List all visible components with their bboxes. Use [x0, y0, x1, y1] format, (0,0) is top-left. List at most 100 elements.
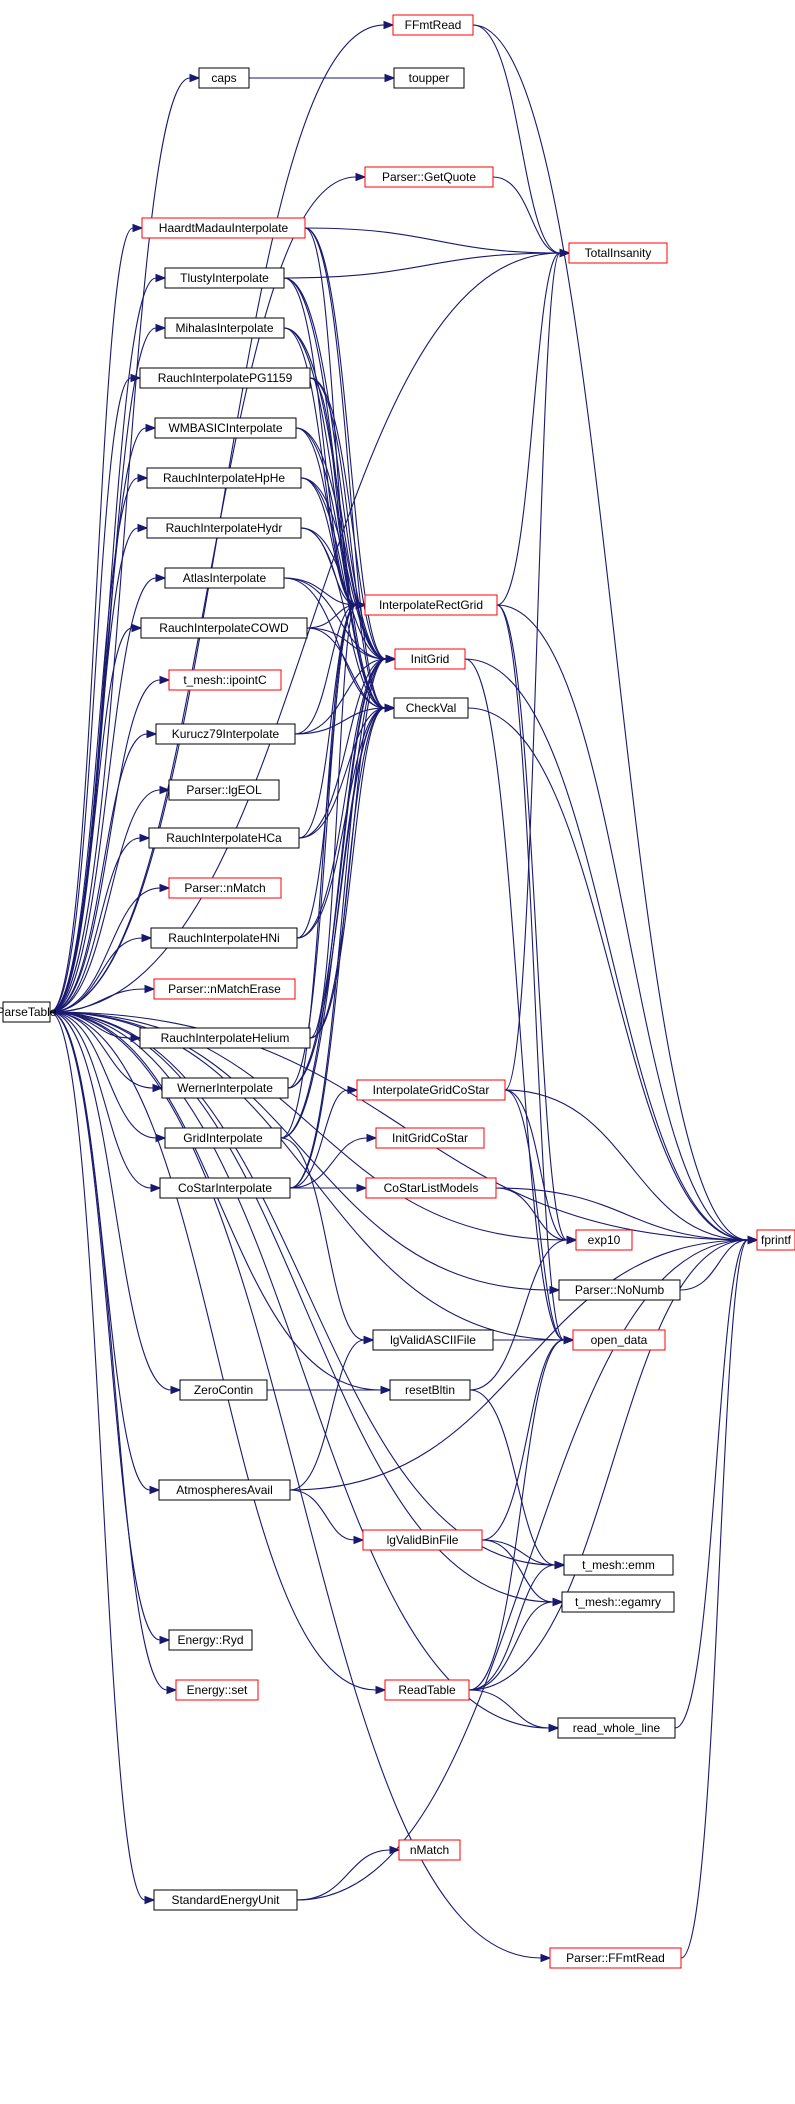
node-label: read_whole_line [573, 1721, 661, 1735]
node-label: Parser::GetQuote [382, 170, 476, 184]
node-costarinterp[interactable]: CoStarInterpolate [159, 1177, 291, 1199]
edge-arrowhead [552, 1597, 564, 1607]
node-zerocontin[interactable]: ZeroContin [179, 1379, 268, 1401]
edge-arrowhead [366, 1133, 378, 1143]
node-totalinsanity[interactable]: TotalInsanity [568, 242, 668, 264]
edge-line [306, 627, 386, 709]
node-lgvalidbin[interactable]: lgValidBinFile [362, 1529, 483, 1551]
node-rauchpg1159[interactable]: RauchInterpolatePG1159 [139, 367, 311, 389]
edge-line [280, 707, 386, 1139]
edge-line [467, 707, 749, 1241]
edge-line [496, 604, 749, 1241]
node-rauchhelium[interactable]: RauchInterpolateHelium [139, 1027, 311, 1049]
edge-ZeroContin-to-resetBltin [267, 1385, 392, 1395]
edge-arrowhead [141, 933, 153, 943]
node-label: CheckVal [406, 701, 456, 715]
node-pffmtread[interactable]: Parser::FFmtRead [549, 1947, 682, 1969]
node-ryd[interactable]: Energy::Ryd [168, 1629, 253, 1651]
node-gridinterp[interactable]: GridInterpolate [164, 1127, 282, 1149]
node-rauchhphe[interactable]: RauchInterpolateHpHe [146, 467, 302, 489]
node-stdenergyunit[interactable]: StandardEnergyUnit [153, 1889, 298, 1911]
node-box [168, 669, 282, 691]
node-mihalas[interactable]: MihalasInterpolate [164, 317, 285, 339]
node-rauchcowd[interactable]: RauchInterpolateCOWD [140, 617, 308, 639]
edge-line [49, 1011, 146, 1901]
node-read_whole_line[interactable]: read_whole_line [557, 1717, 676, 1739]
edge-line [49, 1011, 161, 1641]
node-atmosavail[interactable]: AtmospheresAvail [158, 1479, 291, 1501]
node-label: Parser::nMatch [184, 881, 265, 895]
edge-AtmosAvail-to-lgValidBin [289, 1489, 365, 1545]
node-fprintf[interactable]: fprintf [756, 1229, 795, 1251]
node-initgrid[interactable]: InitGrid [394, 648, 466, 670]
node-nonumb[interactable]: Parser::NoNumb [558, 1279, 681, 1301]
node-initgridcostar[interactable]: InitGridCoStar [375, 1127, 485, 1149]
node-interprect[interactable]: InterpolateRectGrid [364, 594, 498, 616]
edge-ParseTable-to-caps [49, 73, 201, 1013]
node-ipointc[interactable]: t_mesh::ipointC [168, 669, 282, 691]
edge-line [49, 1011, 382, 1391]
edge-ParseTable-to-RauchHydr [49, 523, 149, 1013]
node-tlusty[interactable]: TlustyInterpolate [164, 267, 285, 289]
node-costarlist[interactable]: CoStarListModels [365, 1177, 497, 1199]
node-box [168, 1629, 253, 1651]
node-readtable[interactable]: ReadTable [384, 1679, 470, 1701]
node-box [365, 1177, 497, 1199]
edge-line [304, 227, 561, 254]
node-parsetable[interactable]: ParseTable [0, 1001, 57, 1023]
edge-line [49, 1011, 551, 1291]
node-atlas[interactable]: AtlasInterpolate [164, 567, 285, 589]
node-exp10[interactable]: exp10 [575, 1229, 633, 1251]
node-rauchhca[interactable]: RauchInterpolateHCa [148, 827, 300, 849]
edge-arrowhead [130, 373, 142, 383]
node-kurucz79[interactable]: Kurucz79Interpolate [155, 723, 296, 745]
node-wmbasic[interactable]: WMBASICInterpolate [154, 417, 297, 439]
edge-line [49, 627, 133, 1013]
edge-ReadTable-to-open_data [468, 1335, 575, 1691]
node-igeol[interactable]: Parser::lgEOL [168, 779, 280, 801]
edge-line [481, 1539, 554, 1603]
node-resetbltin[interactable]: resetBltin [389, 1379, 471, 1401]
node-box [154, 417, 297, 439]
node-lgvalidascii[interactable]: lgValidASCIIFile [372, 1329, 494, 1351]
node-box [146, 467, 302, 489]
edge-ParseTable-to-HaardtMadau [49, 223, 144, 1013]
node-emm[interactable]: t_mesh::emm [563, 1554, 674, 1576]
node-getquote[interactable]: Parser::GetQuote [364, 166, 494, 188]
node-label: exp10 [588, 1233, 621, 1247]
node-interpcostar[interactable]: InterpolateGridCoStar [356, 1079, 506, 1101]
node-box [393, 697, 469, 719]
edge-ParseTable-to-ReadTable [49, 1011, 387, 1695]
node-werner[interactable]: WernerInterpolate [161, 1077, 289, 1099]
edge-line [679, 1239, 749, 1291]
node-open_data[interactable]: open_data [572, 1329, 666, 1351]
node-label: FFmtRead [405, 18, 462, 32]
edge-arrowhead [353, 1535, 365, 1545]
edge-line [283, 252, 561, 279]
node-label: InterpolateRectGrid [379, 598, 483, 612]
node-rauchhni[interactable]: RauchInterpolateHNi [150, 927, 298, 949]
node-nmatch[interactable]: nMatch [398, 1839, 461, 1861]
node-rauchhydr[interactable]: RauchInterpolateHydr [146, 517, 302, 539]
edge-StdEnergyUnit-to-fprintf [296, 1235, 759, 1901]
edge-line [309, 707, 386, 1039]
node-label: Parser::lgEOL [186, 783, 262, 797]
edge-arrowhead [159, 883, 171, 893]
node-caps[interactable]: caps [198, 67, 250, 89]
edge-line [504, 1089, 565, 1341]
node-nmatchp[interactable]: Parser::nMatch [168, 877, 282, 899]
edge-ReadTable-to-egamry [468, 1597, 564, 1691]
node-checkval[interactable]: CheckVal [393, 697, 469, 719]
edge-ParseTable-to-StdEnergyUnit [49, 1011, 156, 1905]
node-ffmtread[interactable]: FFmtRead [392, 14, 474, 36]
node-egamry[interactable]: t_mesh::egamry [561, 1591, 675, 1613]
node-box [756, 1229, 795, 1251]
node-box [148, 827, 300, 849]
edge-arrowhead [132, 223, 144, 233]
node-haardtmadau[interactable]: HaardtMadauInterpolate [141, 217, 306, 239]
node-toupper[interactable]: toupper [393, 67, 465, 89]
node-nmatcherase[interactable]: Parser::nMatchErase [153, 978, 296, 1000]
node-eset[interactable]: Energy::set [175, 1679, 259, 1701]
node-box [572, 1329, 666, 1351]
